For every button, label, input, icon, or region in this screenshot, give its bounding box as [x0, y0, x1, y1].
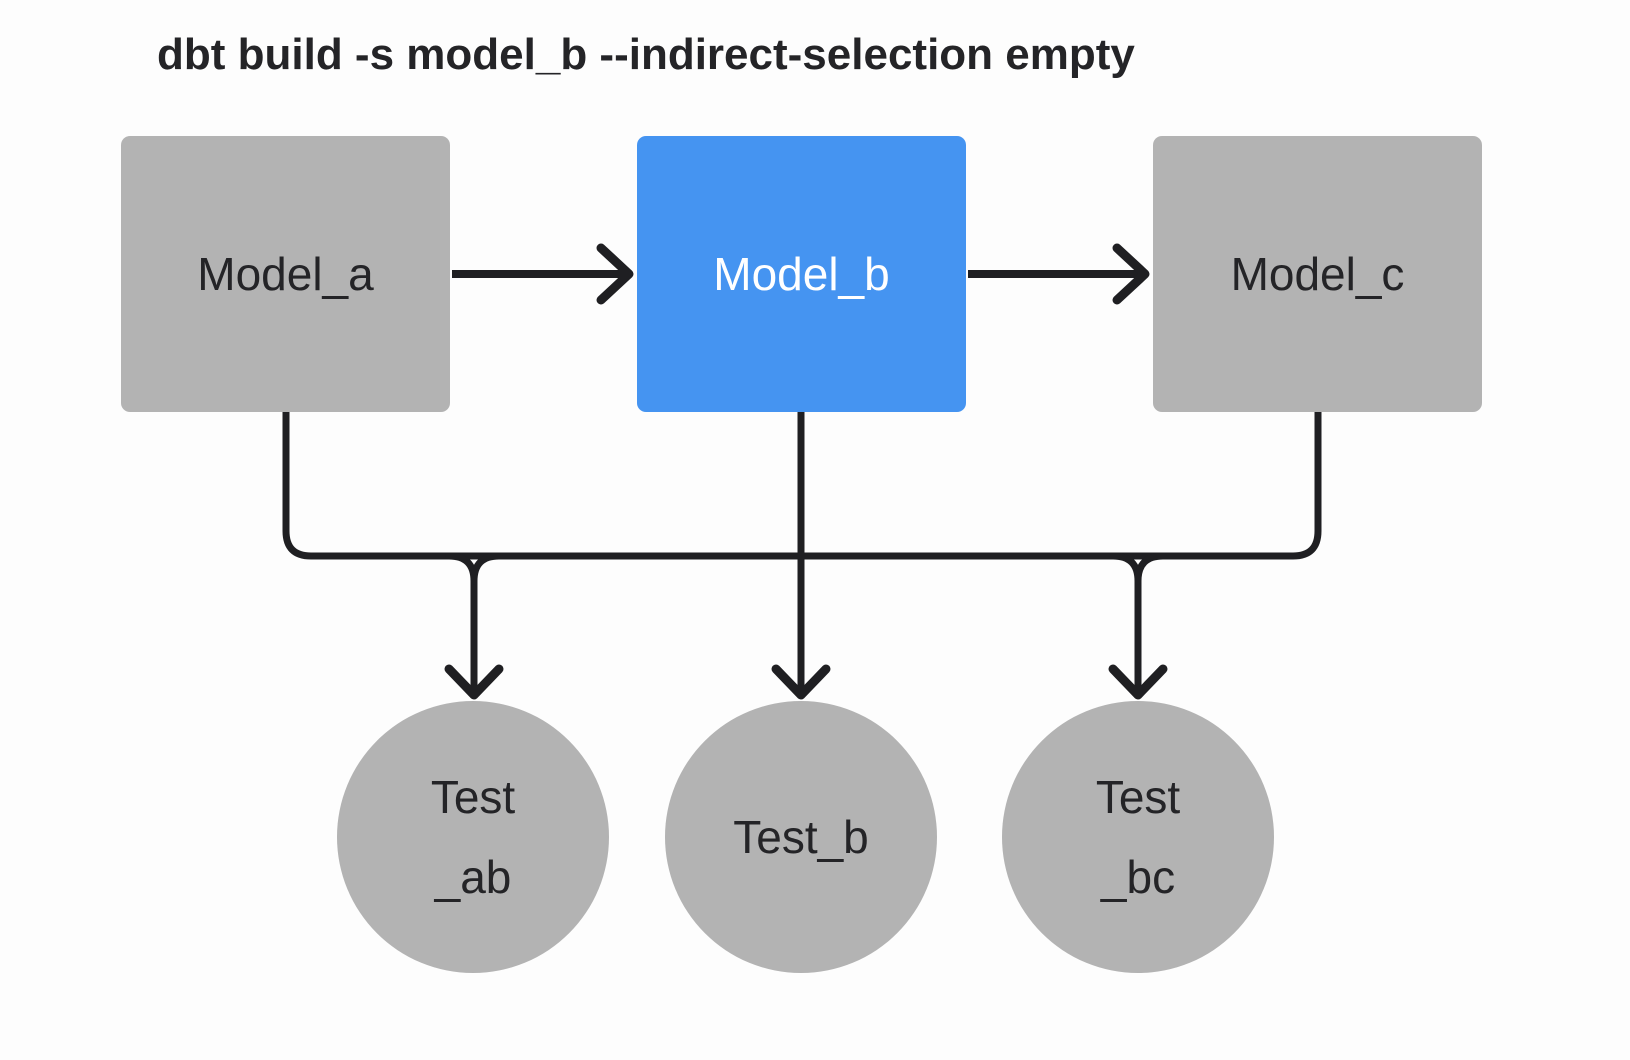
- node-test-bc[interactable]: Test _bc: [1002, 701, 1274, 973]
- node-model-a-label: Model_a: [197, 248, 374, 300]
- node-test-ab-label-line2: _ab: [434, 851, 512, 903]
- edge-fork-test-bc-right-fillet: [1134, 552, 1167, 585]
- node-test-ab-label-line1: Test: [430, 771, 516, 823]
- node-model-c[interactable]: Model_c: [1153, 136, 1482, 412]
- arrowhead-test-bc-icon: [1108, 664, 1168, 700]
- node-test-b[interactable]: Test_b: [665, 701, 937, 973]
- page-title: dbt build -s model_b --indirect-selectio…: [157, 30, 1135, 79]
- node-model-b-selected[interactable]: Model_b: [637, 136, 966, 412]
- node-model-c-label: Model_c: [1230, 248, 1405, 300]
- arrowhead-model-c-icon: [1112, 243, 1150, 305]
- edge-fork-test-ab-right-fillet: [470, 552, 503, 585]
- node-model-b-label: Model_b: [713, 248, 890, 300]
- arrowhead-test-b-icon: [771, 664, 831, 700]
- node-test-ab[interactable]: Test _ab: [337, 701, 609, 973]
- node-model-a[interactable]: Model_a: [121, 136, 450, 412]
- node-test-bc-label-line1: Test: [1095, 771, 1181, 823]
- arrowhead-model-b-icon: [596, 243, 634, 305]
- node-test-bc-label-line2: _bc: [1100, 851, 1176, 903]
- arrowhead-test-ab-icon: [444, 664, 504, 700]
- node-test-b-label: Test_b: [733, 811, 869, 863]
